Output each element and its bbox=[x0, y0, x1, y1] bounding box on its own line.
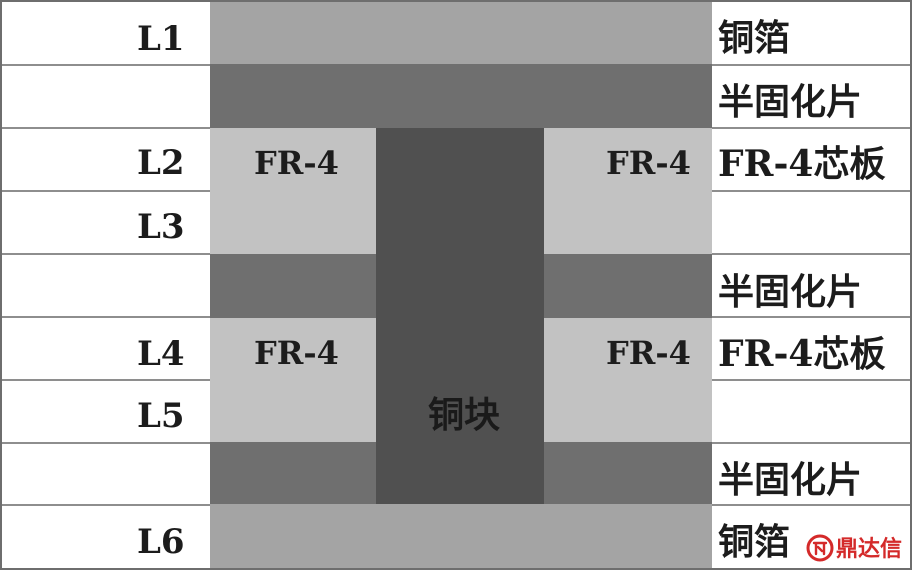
brand-logo-icon: 鼎达信 bbox=[806, 534, 902, 562]
material-label-fr4-core-2: FR-4芯板 bbox=[718, 333, 886, 375]
row-divider bbox=[712, 442, 912, 444]
prepreg-layer-3-left bbox=[210, 442, 376, 504]
fr4-label-core1-left: FR-4 bbox=[254, 144, 339, 182]
fr4-core-1-right bbox=[544, 128, 712, 254]
copper-block-label: 铜块 bbox=[428, 394, 501, 436]
layer-label-l3: L3 bbox=[137, 207, 185, 247]
prepreg-layer-2-right bbox=[544, 254, 712, 318]
material-label-copper-foil-top: 铜箔 bbox=[718, 17, 791, 59]
material-label-fr4-core-1: FR-4芯板 bbox=[718, 143, 886, 185]
copper-foil-layer-top bbox=[210, 2, 712, 64]
layer-label-l2: L2 bbox=[137, 143, 185, 183]
fr4-label-core2-left: FR-4 bbox=[254, 334, 339, 372]
row-divider bbox=[0, 127, 210, 129]
row-divider bbox=[0, 64, 210, 66]
fr4-core-2-right bbox=[544, 318, 712, 442]
row-divider bbox=[712, 253, 912, 255]
row-divider bbox=[712, 379, 912, 381]
layer-label-l5: L5 bbox=[137, 396, 185, 436]
material-label-copper-foil-bottom: 铜箔 bbox=[718, 521, 791, 563]
fr4-core-2-left bbox=[210, 318, 376, 442]
row-divider bbox=[0, 316, 210, 318]
material-label-prepreg-3: 半固化片 bbox=[718, 459, 863, 501]
layer-label-l6: L6 bbox=[137, 522, 185, 562]
brand-logo-text: 鼎达信 bbox=[836, 536, 902, 562]
prepreg-layer-2-left bbox=[210, 254, 376, 318]
row-divider bbox=[0, 379, 210, 381]
row-divider bbox=[712, 504, 912, 506]
layer-label-l4: L4 bbox=[137, 334, 185, 374]
row-divider bbox=[712, 64, 912, 66]
fr4-core-1-left bbox=[210, 128, 376, 254]
prepreg-layer-1 bbox=[210, 64, 712, 128]
fr4-label-core1-right: FR-4 bbox=[606, 144, 691, 182]
material-label-prepreg-1: 半固化片 bbox=[718, 81, 863, 123]
row-divider bbox=[0, 190, 210, 192]
row-divider bbox=[712, 316, 912, 318]
copper-foil-layer-bottom bbox=[210, 504, 712, 568]
brand-logo: 鼎达信 bbox=[806, 533, 910, 563]
material-label-prepreg-2: 半固化片 bbox=[718, 271, 863, 313]
row-divider bbox=[0, 442, 210, 444]
prepreg-layer-3-right bbox=[544, 442, 712, 504]
copper-block bbox=[376, 128, 544, 504]
layer-label-l1: L1 bbox=[137, 19, 185, 59]
fr4-label-core2-right: FR-4 bbox=[606, 334, 691, 372]
row-divider bbox=[712, 127, 912, 129]
row-divider bbox=[0, 504, 210, 506]
row-divider bbox=[0, 253, 210, 255]
row-divider bbox=[712, 190, 912, 192]
